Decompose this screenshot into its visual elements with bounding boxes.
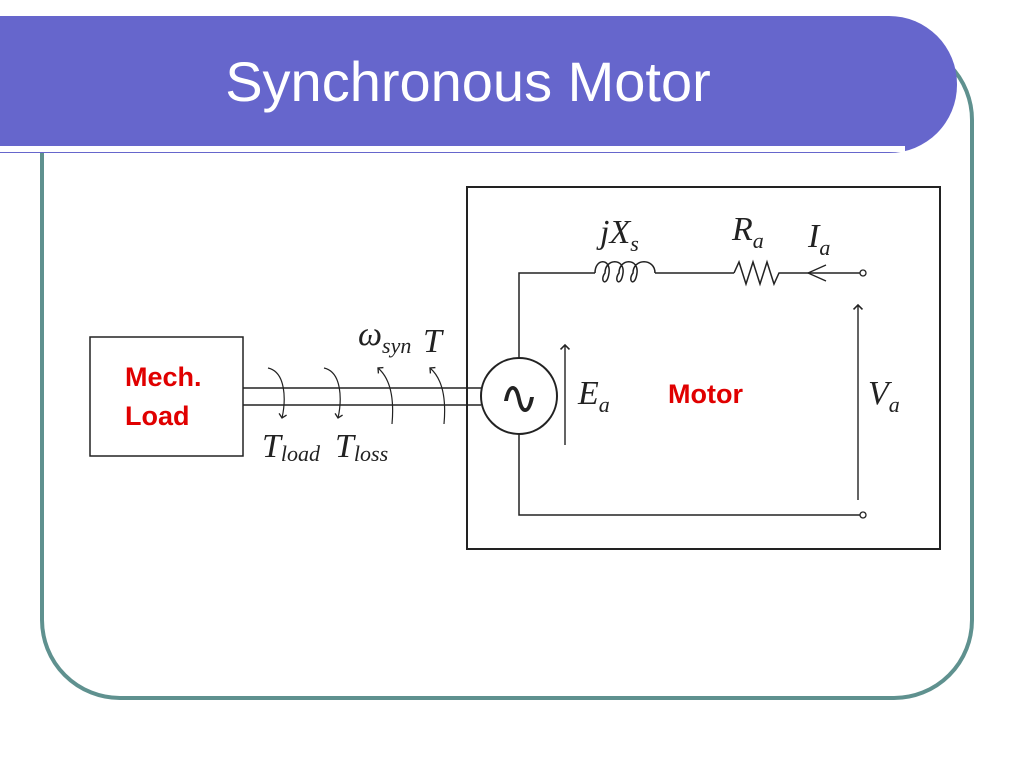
title-banner: Synchronous Motor <box>0 16 957 153</box>
terminal-bottom[interactable] <box>859 511 867 519</box>
resistor-ra <box>733 259 784 287</box>
mech-load-box <box>89 336 244 457</box>
ac-source-symbol: ∿ <box>499 370 539 426</box>
inductor-jxs <box>594 261 656 283</box>
t-loss-label: Tloss <box>335 428 388 466</box>
circuit-wires <box>518 272 863 516</box>
t-arrow <box>429 366 446 425</box>
emf-label: Ea <box>577 375 610 417</box>
t-load-arrow <box>267 367 287 419</box>
terminal-top[interactable] <box>859 269 867 277</box>
torque-arrows <box>267 366 446 425</box>
reactance-label: jXs <box>596 214 639 256</box>
current-arrow <box>806 264 827 282</box>
voltage-label: Va <box>868 375 900 417</box>
current-label: Ia <box>807 218 830 260</box>
slide-title: Synchronous Motor <box>225 50 711 113</box>
shaft <box>243 387 481 406</box>
t-load-label: Tload <box>262 428 321 466</box>
mech-load-label-line2: Load <box>125 401 190 431</box>
torque-label: T <box>423 323 444 360</box>
motor-enclosure <box>466 186 941 550</box>
omega-syn-label: ωsyn <box>358 316 411 358</box>
motor-label: Motor <box>668 379 743 409</box>
omega-arrow <box>377 366 394 425</box>
t-loss-arrow <box>323 367 343 419</box>
title-underline <box>0 146 905 152</box>
resistance-label: Ra <box>731 211 764 253</box>
mech-load-label-line1: Mech. <box>125 362 202 392</box>
